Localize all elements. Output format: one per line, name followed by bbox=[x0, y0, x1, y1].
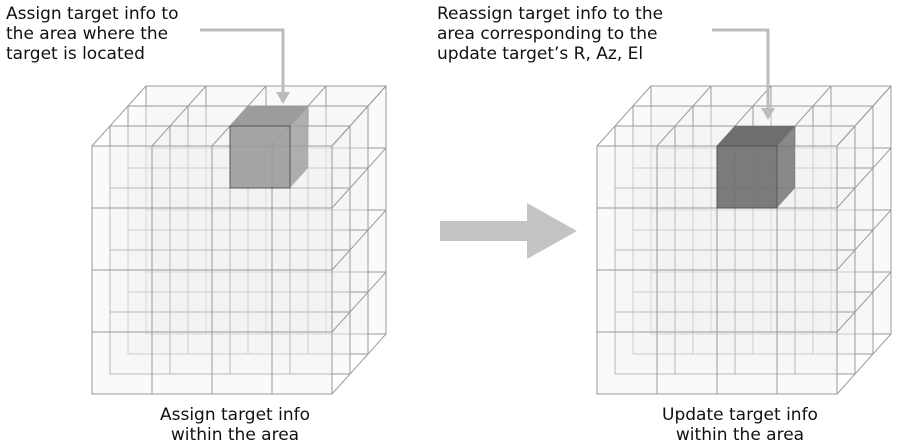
right-caption-line-2: within the area bbox=[675, 425, 805, 445]
right-cube-depth-line bbox=[836, 271, 892, 333]
right-cube-target-cell bbox=[716, 145, 778, 209]
right-cube-target-cell-top bbox=[717, 126, 795, 146]
right-cube-target-cell-side bbox=[777, 126, 795, 208]
right-callout-line-1: Reassign target info to the bbox=[437, 4, 664, 24]
left-cube-depth-line bbox=[151, 85, 207, 147]
right-callout-arrowhead bbox=[761, 108, 775, 120]
right-grid-cube bbox=[596, 85, 892, 395]
right-callout-line-3: update target’s R, Az, El bbox=[437, 44, 644, 64]
left-callout-line-2: the area where the bbox=[6, 24, 169, 44]
left-callout-line-3: target is located bbox=[6, 44, 145, 64]
right-callout-text: Reassign target info to the area corresp… bbox=[437, 4, 663, 64]
left-cube-depth-line bbox=[331, 147, 387, 209]
left-callout-line-1: Assign target info to bbox=[6, 4, 179, 24]
left-cube-depth-line bbox=[331, 209, 387, 271]
left-grid-cube bbox=[91, 85, 387, 395]
left-cube-target-cell bbox=[229, 125, 291, 189]
left-caption-line-1: Assign target info bbox=[159, 405, 310, 425]
left-caption-line-2: within the area bbox=[170, 425, 300, 445]
left-cube-depth-line bbox=[331, 333, 387, 395]
left-callout-arrowhead bbox=[276, 92, 290, 104]
transition-arrow bbox=[440, 203, 577, 259]
right-cube-depth-line bbox=[596, 85, 652, 147]
right-caption-line-1: Update target info bbox=[662, 405, 818, 425]
left-cube-target-cell-top bbox=[230, 106, 308, 126]
right-cube-depth-line bbox=[656, 85, 712, 147]
left-cube-depth-line bbox=[91, 85, 147, 147]
right-caption: Update target info within the area bbox=[625, 405, 855, 445]
left-callout-leader bbox=[200, 28, 285, 96]
right-cube-depth-line bbox=[836, 147, 892, 209]
right-cube-depth-line bbox=[836, 209, 892, 271]
right-callout-line-2: area corresponding to the bbox=[437, 24, 658, 44]
left-cube-depth-line bbox=[331, 271, 387, 333]
left-cube-depth-line bbox=[331, 85, 387, 147]
left-caption: Assign target info within the area bbox=[120, 405, 350, 445]
right-cube-depth-line bbox=[836, 333, 892, 395]
right-callout-leader bbox=[712, 28, 770, 112]
right-cube-depth-line bbox=[836, 85, 892, 147]
left-callout-text: Assign target info to the area where the… bbox=[6, 4, 178, 64]
left-cube-target-cell-side bbox=[290, 106, 308, 188]
